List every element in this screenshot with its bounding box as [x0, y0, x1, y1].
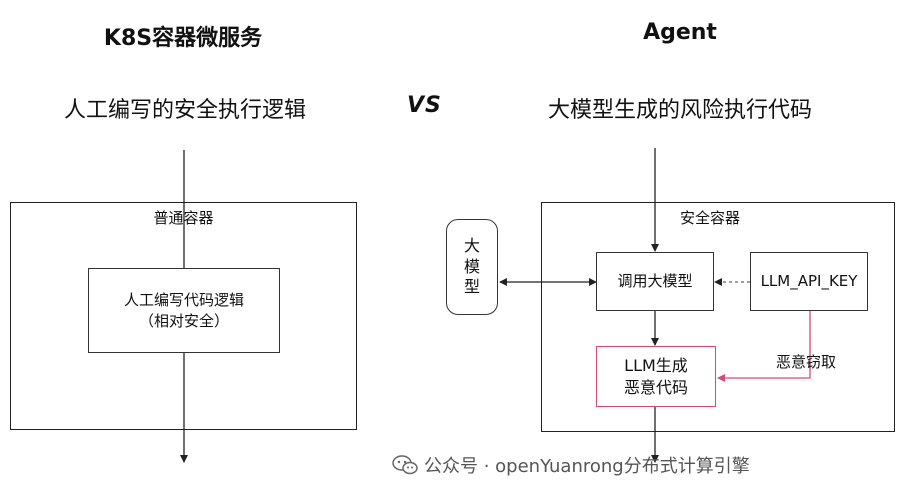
normal-container — [10, 202, 357, 430]
wechat-icon — [392, 455, 418, 475]
secure-container — [541, 202, 895, 432]
watermark-text: 公众号 · openYuanrong分布式计算引擎 — [424, 456, 750, 477]
right-subtitle: 大模型生成的风险执行代码 — [547, 98, 812, 123]
secure-container-label: 安全容器 — [679, 209, 740, 227]
normal-container-label: 普通容器 — [153, 209, 214, 227]
malicious-code-line1: LLM生成 — [624, 355, 688, 375]
left-subtitle: 人工编写的安全执行逻辑 — [63, 98, 306, 123]
left-heading: K8S容器微服务 — [103, 26, 263, 51]
api-key-box: LLM_API_KEY — [750, 252, 868, 311]
llm-box: 大 模 型 — [446, 219, 498, 315]
malicious-code-box: LLM生成 恶意代码 — [596, 346, 716, 407]
steal-label: 恶意窃取 — [776, 353, 837, 371]
vs-label: VS — [407, 93, 442, 118]
manual-logic-line2: （相对安全） — [138, 311, 229, 330]
watermark: 公众号 · openYuanrong分布式计算引擎 — [392, 452, 750, 478]
manual-logic-line1: 人工编写代码逻辑 — [123, 291, 244, 310]
right-heading: Agent — [643, 20, 717, 45]
call-llm-box: 调用大模型 — [596, 252, 714, 311]
manual-logic-box: 人工编写代码逻辑 （相对安全） — [88, 268, 280, 353]
malicious-code-line2: 恶意代码 — [623, 377, 688, 397]
